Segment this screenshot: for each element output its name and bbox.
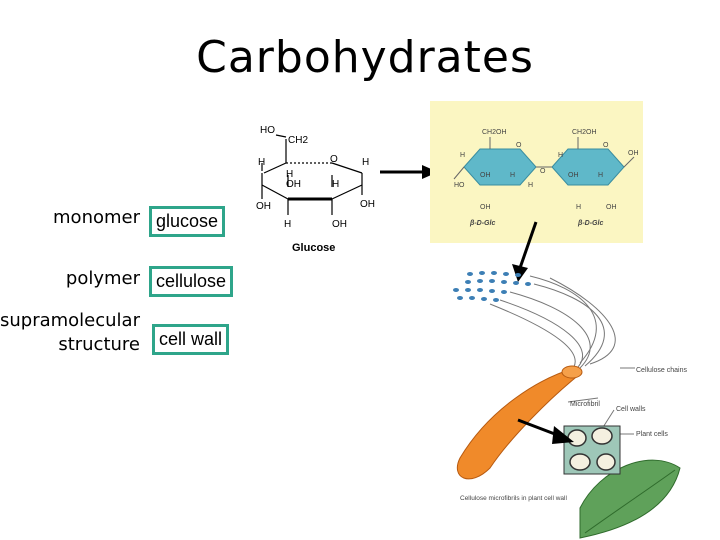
label-plant-cells: Plant cells [636,431,668,438]
glucose-atom-h1: H [258,157,265,168]
cellulose-group-oh3: OH [568,172,579,179]
glucose-name: Glucose [292,242,335,254]
cellulose-group-o1: O [516,142,522,149]
cellulose-tag-text: cellulose [152,269,231,294]
cellulose-group-oh1: OH [480,172,491,179]
glucose-atom-h3: H [286,169,293,180]
cellulose-group-h5: H [598,172,603,179]
cellulose-group-h4: H [558,152,563,159]
cellulose-unit-label-1: β-D-Glc [469,220,495,227]
monomer-label: monomer [53,207,140,228]
cell-wall-tag: cell wall [152,324,230,355]
cellulose-group-h3: H [528,182,533,189]
glucose-atom-oh3: OH [360,199,375,210]
supramolecular-label: supramolecular structure [0,309,140,357]
polymer-label: polymer [65,268,140,289]
cellulose-group-h2: H [510,172,515,179]
label-cellulose-microfibrils: Cellulose microfibrils in plant cell wal… [460,495,567,502]
glucose-atom-oh4: OH [332,219,347,230]
supramolecular-label-line1: supramolecular [0,310,140,331]
cellulose-structure: CH2OH CH2OH O O O H OH HO H OH H H OH OH… [453,129,639,227]
page-title: Carbohydrates [196,32,534,83]
arrow-diagonal-icon [517,418,574,444]
glucose-tag: glucose [149,206,226,237]
arrow-down-icon [512,221,538,282]
cellulose-group-oh4: OH [628,150,639,157]
cellulose-group-h6: H [576,204,581,211]
label-cell-walls: Cell walls [616,406,646,413]
cellulose-group-oh5: OH [606,204,617,211]
cell-wall-tag-text: cell wall [155,327,227,352]
glucose-atom-ch2: CH2 [288,135,308,146]
glucose-atom-h5: H [284,219,291,230]
cellulose-tag: cellulose [149,266,234,297]
cellulose-group-ho: HO [454,182,465,189]
cellulose-unit-label-2: β-D-Glc [577,220,603,227]
glucose-structure: HO CH2 H O H H OH H OH OH H OH Glucose [256,125,375,254]
glucose-tag-text: glucose [152,209,223,234]
glucose-atom-ho: HO [260,125,275,136]
glucose-atom-oh1: OH [286,179,301,190]
cellulose-group-o3: O [540,168,546,175]
cellulose-group-h1: H [460,152,465,159]
glucose-atom-h2: H [362,157,369,168]
cellulose-group-ch2oh1: CH2OH [482,129,507,136]
label-microfibril: Microfibril [570,401,600,408]
glucose-atom-oh2: OH [256,201,271,212]
cellulose-group-ch2oh2: CH2OH [572,129,597,136]
cellulose-group-oh2: OH [480,204,491,211]
plant-cell-wall-diagram: Cellulose chains Microfibril Cell walls … [453,271,687,539]
supramolecular-label-line2: structure [58,334,140,355]
glucose-atom-o: O [330,154,338,165]
cellulose-group-o2: O [603,142,609,149]
label-cellulose-chains: Cellulose chains [636,367,687,374]
glucose-atom-h4: H [332,179,339,190]
